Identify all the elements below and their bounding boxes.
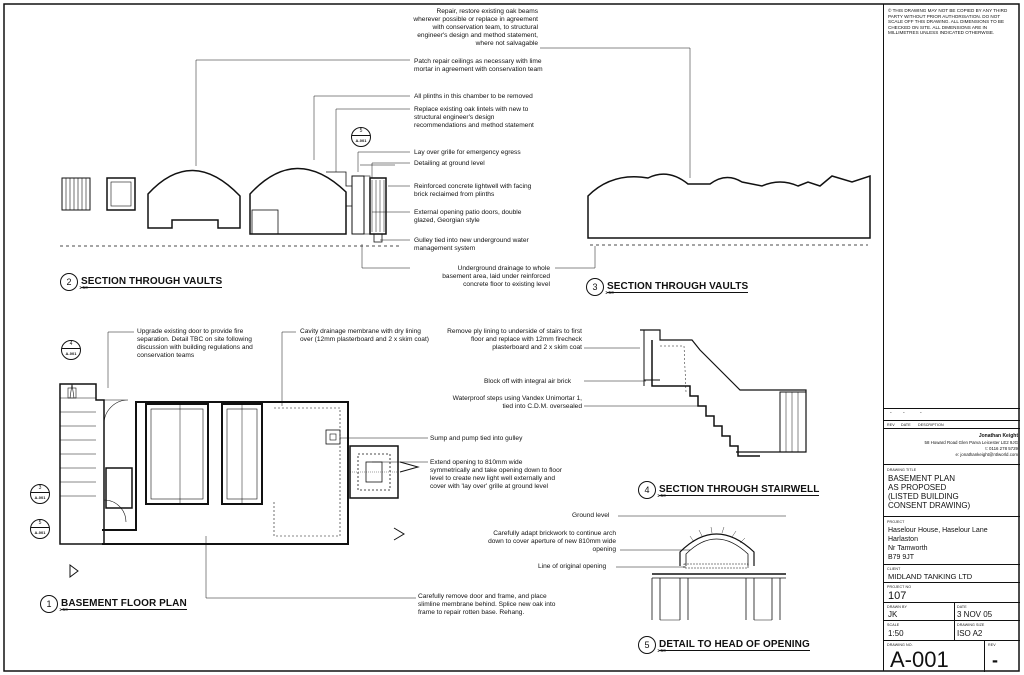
stairwell-leaders <box>584 347 700 407</box>
note-waterproof-steps: Waterproof steps using Vandex Unimortar … <box>452 395 582 410</box>
note-plinths: All plinths in this chamber to be remove… <box>414 93 533 100</box>
note-ground-detail: Detailing at ground level <box>414 160 485 167</box>
note-oak-beams: Repair, restore existing oak beams where… <box>413 8 538 47</box>
drawing-title-field: DRAWING TITLE BASEMENT PLAN AS PROPOSED … <box>884 464 1020 517</box>
floor-plan-leaders <box>107 331 428 599</box>
architect-details: Jonathan Keight 58 Howard Road Glen Parv… <box>884 428 1020 465</box>
view-title: DETAIL TO HEAD OF OPENING <box>659 639 810 651</box>
section-3-drawing <box>587 173 871 246</box>
view-scale: 1:50 <box>59 607 68 612</box>
title-block: © THIS DRAWING MAY NOT BE COPIED BY ANY … <box>883 4 1020 672</box>
opening-head-leaders <box>616 515 690 568</box>
section-2-drawing <box>60 164 400 247</box>
note-original-opening: Line of original opening <box>538 563 607 570</box>
note-grille: Lay over grille for emergency egress <box>414 149 521 156</box>
revision-value: - <box>992 650 998 670</box>
view-scale: 1:50 <box>657 648 666 653</box>
view-title: BASEMENT FLOOR PLAN <box>61 598 187 610</box>
copyright-disclaimer: © THIS DRAWING MAY NOT BE COPIED BY ANY … <box>888 8 1008 36</box>
drawing-number: A-001 <box>890 647 949 672</box>
view-title-4: 4 SECTION THROUGH STAIRWELL <box>638 481 820 499</box>
section-marker: 5 A-001 <box>351 127 371 147</box>
note-air-brick: Block off with integral air brick <box>484 378 572 385</box>
scale-row: SCALE 1:50 DRAWING SIZE ISO A2 <box>884 620 1020 641</box>
project-no-field: PROJECT NO 107 <box>884 582 1020 603</box>
drawn-by-row: DRAWN BY JK DATE 3 NOV 05 <box>884 602 1020 621</box>
view-title-1: 1 BASEMENT FLOOR PLAN <box>40 595 187 613</box>
note-sump: Sump and pump tied into gulley <box>430 435 523 442</box>
view-scale: 1:50 <box>79 285 88 290</box>
note-ceilings: Patch repair ceilings as necessary with … <box>414 58 543 73</box>
view-number: 4 <box>638 481 656 499</box>
floor-plan-drawing <box>59 383 420 578</box>
note-patio-doors: External opening patio doors, double gla… <box>414 209 522 224</box>
view-number: 2 <box>60 273 78 291</box>
view-number: 1 <box>40 595 58 613</box>
note-adapt-brickwork: Carefully adapt brickwork to continue ar… <box>488 530 616 553</box>
note-drainage: Underground drainage to whole basement a… <box>442 265 550 288</box>
note-ply-lining: Remove ply lining to underside of stairs… <box>447 328 582 351</box>
drawing-no-row: DRAWING NO. A-001 REV - <box>884 640 1020 672</box>
view-title: SECTION THROUGH STAIRWELL <box>659 484 820 496</box>
note-extend-opening: Extend opening to 810mm wide symmetrical… <box>430 459 562 490</box>
note-fire-door: Upgrade existing door to provide fire se… <box>137 328 253 359</box>
revision-header: REV DATE DESCRIPTION <box>884 420 1020 429</box>
sheet-border <box>3 3 1020 672</box>
view-title-5: 5 DETAIL TO HEAD OF OPENING <box>638 636 810 654</box>
view-scale: 1:50 <box>657 493 666 498</box>
section-2-leaders <box>195 47 691 269</box>
note-gulley: Gulley tied into new underground water m… <box>414 237 529 252</box>
stairwell-drawing <box>640 329 807 457</box>
revision-table: - - - <box>884 408 1020 421</box>
view-title: SECTION THROUGH VAULTS <box>607 281 749 293</box>
view-scale: 1:50 <box>605 290 614 295</box>
note-membrane: Cavity drainage membrane with dry lining… <box>300 328 429 343</box>
opening-head-drawing <box>646 515 786 621</box>
view-title-2: 2 SECTION THROUGH VAULTS <box>60 273 223 291</box>
section-marker: 4 A-001 <box>61 340 81 360</box>
project-field: PROJECT Haselour House, Haselour Lane Ha… <box>884 516 1020 565</box>
view-number: 5 <box>638 636 656 654</box>
view-title: SECTION THROUGH VAULTS <box>81 276 223 288</box>
client-field: CLIENT MIDLAND TANKING LTD <box>884 564 1020 583</box>
note-remove-door: Carefully remove door and frame, and pla… <box>418 593 556 616</box>
view-number: 3 <box>586 278 604 296</box>
section-marker: 5 A-001 <box>30 519 50 539</box>
section-3-leader <box>555 246 596 269</box>
note-lightwell: Reinforced concrete lightwell with facin… <box>414 183 532 198</box>
note-lintels: Replace existing oak lintels with new to… <box>414 106 534 129</box>
note-ground-level: Ground level <box>572 512 610 519</box>
section-marker: 3 A-001 <box>30 484 50 504</box>
view-title-3: 3 SECTION THROUGH VAULTS <box>586 278 749 296</box>
